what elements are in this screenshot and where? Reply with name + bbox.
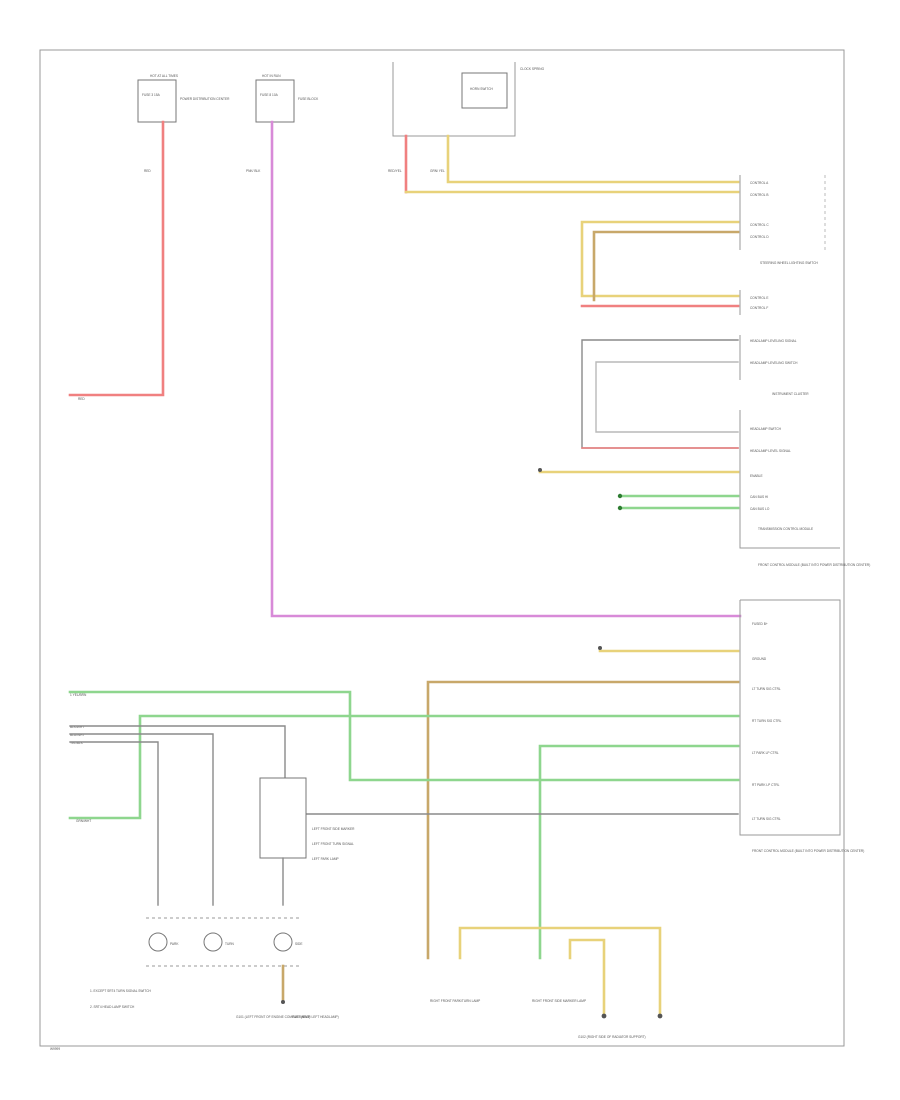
- fuse-box-2-title: HOT IN RUN: [262, 74, 281, 78]
- ground-label-1: G101 (LEFT FRONT OF ENGINE COMPARTMENT): [236, 1015, 310, 1019]
- footer-code: W9999: [50, 1047, 60, 1051]
- lamp-side-bulb: [273, 932, 293, 952]
- combo-pin-4: CONTROL D: [750, 235, 769, 239]
- side-label-3: BLU/WHT: [70, 733, 84, 737]
- front-control-module: FRONT CONTROL MODULE (BUILT INTO POWER D…: [739, 563, 870, 853]
- clock-spring-switch: CLOCK SPRING HORN SWITCH: [392, 62, 545, 137]
- body-pin-5: LT PARK LP CTRL: [752, 751, 779, 755]
- wire-gray-2: [595, 361, 739, 433]
- sw-wire-b-label: GRN/ YEL: [430, 169, 445, 173]
- side-label-2: BLK/WHT: [70, 725, 84, 729]
- mid-pin-1: CONTROL E: [750, 296, 768, 300]
- transmission-control-module: ENABLE CAN BUS HI CAN BUS LO TRANSMISSIO…: [739, 465, 840, 549]
- io-pin-3: CAN BUS LO: [750, 507, 770, 511]
- left-lamp-module: LEFT FRONT SIDE MARKER LEFT FRONT TURN S…: [259, 777, 355, 861]
- horn-switch-label: HORN SWITCH: [470, 87, 494, 91]
- combo-switch-name: STEERING WHEEL LIGHTING SWITCH: [760, 261, 818, 265]
- note-1: 1. EXCEPT SRT4 TURN SIGNAL SWITCH: [90, 989, 152, 993]
- diagram-border: [39, 49, 845, 1047]
- clock-spring-label: CLOCK SPRING: [520, 67, 545, 71]
- io-pin-2: CAN BUS HI: [750, 495, 768, 499]
- wire-tan-left-turn: [426, 680, 740, 960]
- sw-wire-a-label: RED/YEL: [388, 169, 402, 173]
- fuse-box-2-name: FUSE BLOCK: [298, 97, 319, 101]
- lamp-group: PARK TURN SIDE: [146, 917, 302, 967]
- combo-pin-1: CONTROL A: [750, 181, 769, 185]
- io-module-name: TRANSMISSION CONTROL MODULE: [758, 527, 813, 531]
- body-pin-3: LT TURN SIG CTRL: [752, 687, 781, 691]
- splice-can-lo: [617, 505, 623, 511]
- wire-pink-main: [270, 120, 742, 618]
- instr-cluster-name: INSTRUMENT CLUSTER: [772, 392, 809, 396]
- combo-switch: CONTROL A CONTROL B CONTROL C CONTROL D …: [739, 175, 826, 265]
- instr-pin-4: HEADLAMP LEVEL SIGNAL: [750, 449, 791, 453]
- note-2: 2. SRT4 HEAD LAMP SWITCH: [90, 1005, 135, 1009]
- wire-gray-left-3: [69, 741, 159, 906]
- side-label-4: YEL/BLK: [70, 741, 84, 745]
- fuse-box-2-fuse: FUSE 8 10A: [260, 93, 279, 97]
- left-ground-labels: G101 (LEFT FRONT OF ENGINE COMPARTMENT) …: [236, 1015, 339, 1019]
- wire-red-main: [68, 120, 165, 397]
- wire-yel-loop-1: [580, 220, 740, 298]
- fuse-box-1-title: HOT AT ALL TIMES: [150, 74, 178, 78]
- splice-enable: [538, 468, 542, 472]
- lamp-side-label: SIDE: [295, 942, 302, 946]
- right-lamp-1: RIGHT FRONT PARK/TURN LAMP: [430, 999, 480, 1003]
- lamp-turn-label: TURN: [225, 942, 235, 946]
- body-pin-4: RT TURN SIG CTRL: [752, 719, 782, 723]
- fuse-box-2: HOT IN RUN FUSE 8 10A FUSE BLOCK: [255, 74, 319, 123]
- body-pin-6: RT PARK LP CTRL: [752, 783, 780, 787]
- instr-pin-1: HEADLAMP LEVELING SIGNAL: [750, 339, 797, 343]
- io-pin-1: ENABLE: [750, 474, 763, 478]
- body-pin-7: LT TURN SIG CTRL: [752, 817, 781, 821]
- wire-yel-bottom-loop-2: [568, 938, 606, 1018]
- bottom-splice-1: [601, 1013, 607, 1019]
- left-ground: [281, 1000, 285, 1004]
- fuse-box-1-fuse: FUSE 3 15A: [142, 93, 161, 97]
- combo-pin-2: CONTROL B: [750, 193, 768, 197]
- right-lamp-labels: RIGHT FRONT PARK/TURN LAMP RIGHT FRONT S…: [430, 999, 646, 1039]
- lamp-park-bulb: [148, 932, 168, 952]
- bottom-ground-label: G102 (RIGHT SIDE OF RADIATOR SUPPORT): [578, 1035, 646, 1039]
- wire-green-rt-park: [68, 690, 740, 782]
- mid-pin-2: CONTROL F: [750, 306, 768, 310]
- bottom-splice-2: [657, 1013, 663, 1019]
- wire-tan-switch: [446, 134, 740, 184]
- side-label-5: GRN/WHT: [76, 819, 91, 823]
- ground-label-2: G100 (NEAR LEFT HEADLAMP): [292, 1015, 339, 1019]
- body-pin-2: GROUND: [752, 657, 767, 661]
- wire-pink-label: PNK/ BLK: [246, 169, 261, 173]
- wire-red-label: RED: [144, 169, 151, 173]
- lamp-turn-bulb: [203, 932, 223, 952]
- side-label-1: 1 YEL/BRN: [70, 693, 87, 697]
- instr-pin-3: HEADLAMP SWITCH: [750, 427, 782, 431]
- left-side-labels: 1 YEL/BRN BLK/WHT BLU/WHT YEL/BLK GRN/WH…: [70, 693, 91, 823]
- left-notes: 1. EXCEPT SRT4 TURN SIGNAL SWITCH 2. SRT…: [90, 989, 152, 1009]
- mid-pins: CONTROL E CONTROL F: [739, 290, 768, 315]
- body-pin-1: FUSED B+: [752, 622, 768, 626]
- right-lamp-2: RIGHT FRONT SIDE MARKER LAMP: [532, 999, 586, 1003]
- wire-gray-left-2: [69, 733, 214, 906]
- wire-yel-loop-2: [592, 230, 740, 302]
- instr-pin-2: HEADLAMP LEVELING SWITCH: [750, 361, 798, 365]
- lamp-park-label: PARK: [170, 942, 179, 946]
- fuse-box-1: HOT AT ALL TIMES FUSE 3 15A POWER DISTRI…: [137, 74, 230, 123]
- instrument-cluster: HEADLAMP LEVELING SIGNAL HEADLAMP LEVELI…: [739, 335, 809, 465]
- body-module-sub: FRONT CONTROL MODULE (BUILT INTO POWER D…: [752, 849, 864, 853]
- module-label-1: LEFT FRONT SIDE MARKER: [312, 827, 355, 831]
- wire-yel-bottom-loop: [458, 926, 662, 1018]
- wire-green-right-turn: [68, 714, 740, 820]
- combo-pin-3: CONTROL C: [750, 223, 769, 227]
- splice-ground: [598, 646, 602, 650]
- wire-gray-left-1: [69, 725, 286, 779]
- fuse-box-1-name: POWER DISTRIBUTION CENTER: [180, 97, 230, 101]
- module-label-3: LEFT PARK LAMP: [312, 857, 339, 861]
- module-label-2: LEFT FRONT TURN SIGNAL: [312, 842, 354, 846]
- body-module-name: FRONT CONTROL MODULE (BUILT INTO POWER D…: [758, 563, 870, 567]
- wire-green-park: [538, 744, 740, 960]
- wire-red-end-label: RED: [78, 397, 85, 401]
- splice-can-hi: [617, 493, 623, 499]
